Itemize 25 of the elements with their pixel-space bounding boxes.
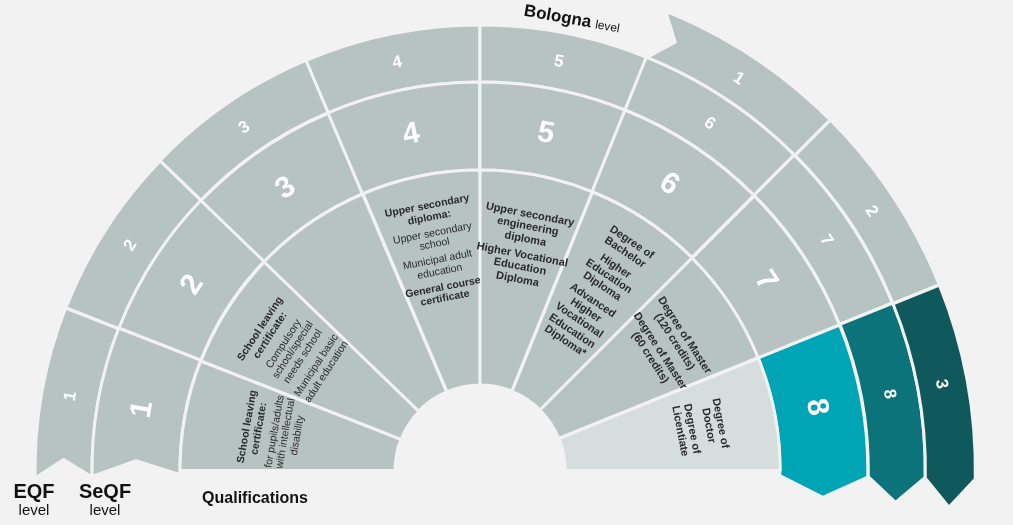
qualification-text: Degree of Doctor [699,396,733,450]
level-number: 1 [60,390,80,403]
level-number: 4 [400,116,423,150]
level-number: 5 [553,51,566,71]
scale-heading: Bologna level [522,1,622,37]
qualification-text: School leaving certificate: [233,387,268,464]
level-number: 7 [817,231,837,249]
level-number: 2 [119,236,140,254]
level-number: 5 [534,116,557,149]
level-number: 6 [701,112,719,133]
level-number: 3 [269,169,301,204]
level-number: 8 [801,396,835,419]
scale-heading: SeQF level [78,481,132,519]
level-number: 2 [862,201,882,220]
scale-heading: EQF level [13,481,55,519]
level-number: 2 [173,269,208,300]
level-number: 8 [880,387,899,401]
level-number: 1 [730,68,749,88]
level-number: 7 [749,264,784,296]
level-number: 3 [932,378,952,391]
level-number: 6 [654,166,686,201]
level-number: 1 [125,398,158,420]
ring-heading: Qualifications [202,489,308,507]
level-number: 3 [235,117,253,137]
level-number: 4 [390,52,404,72]
